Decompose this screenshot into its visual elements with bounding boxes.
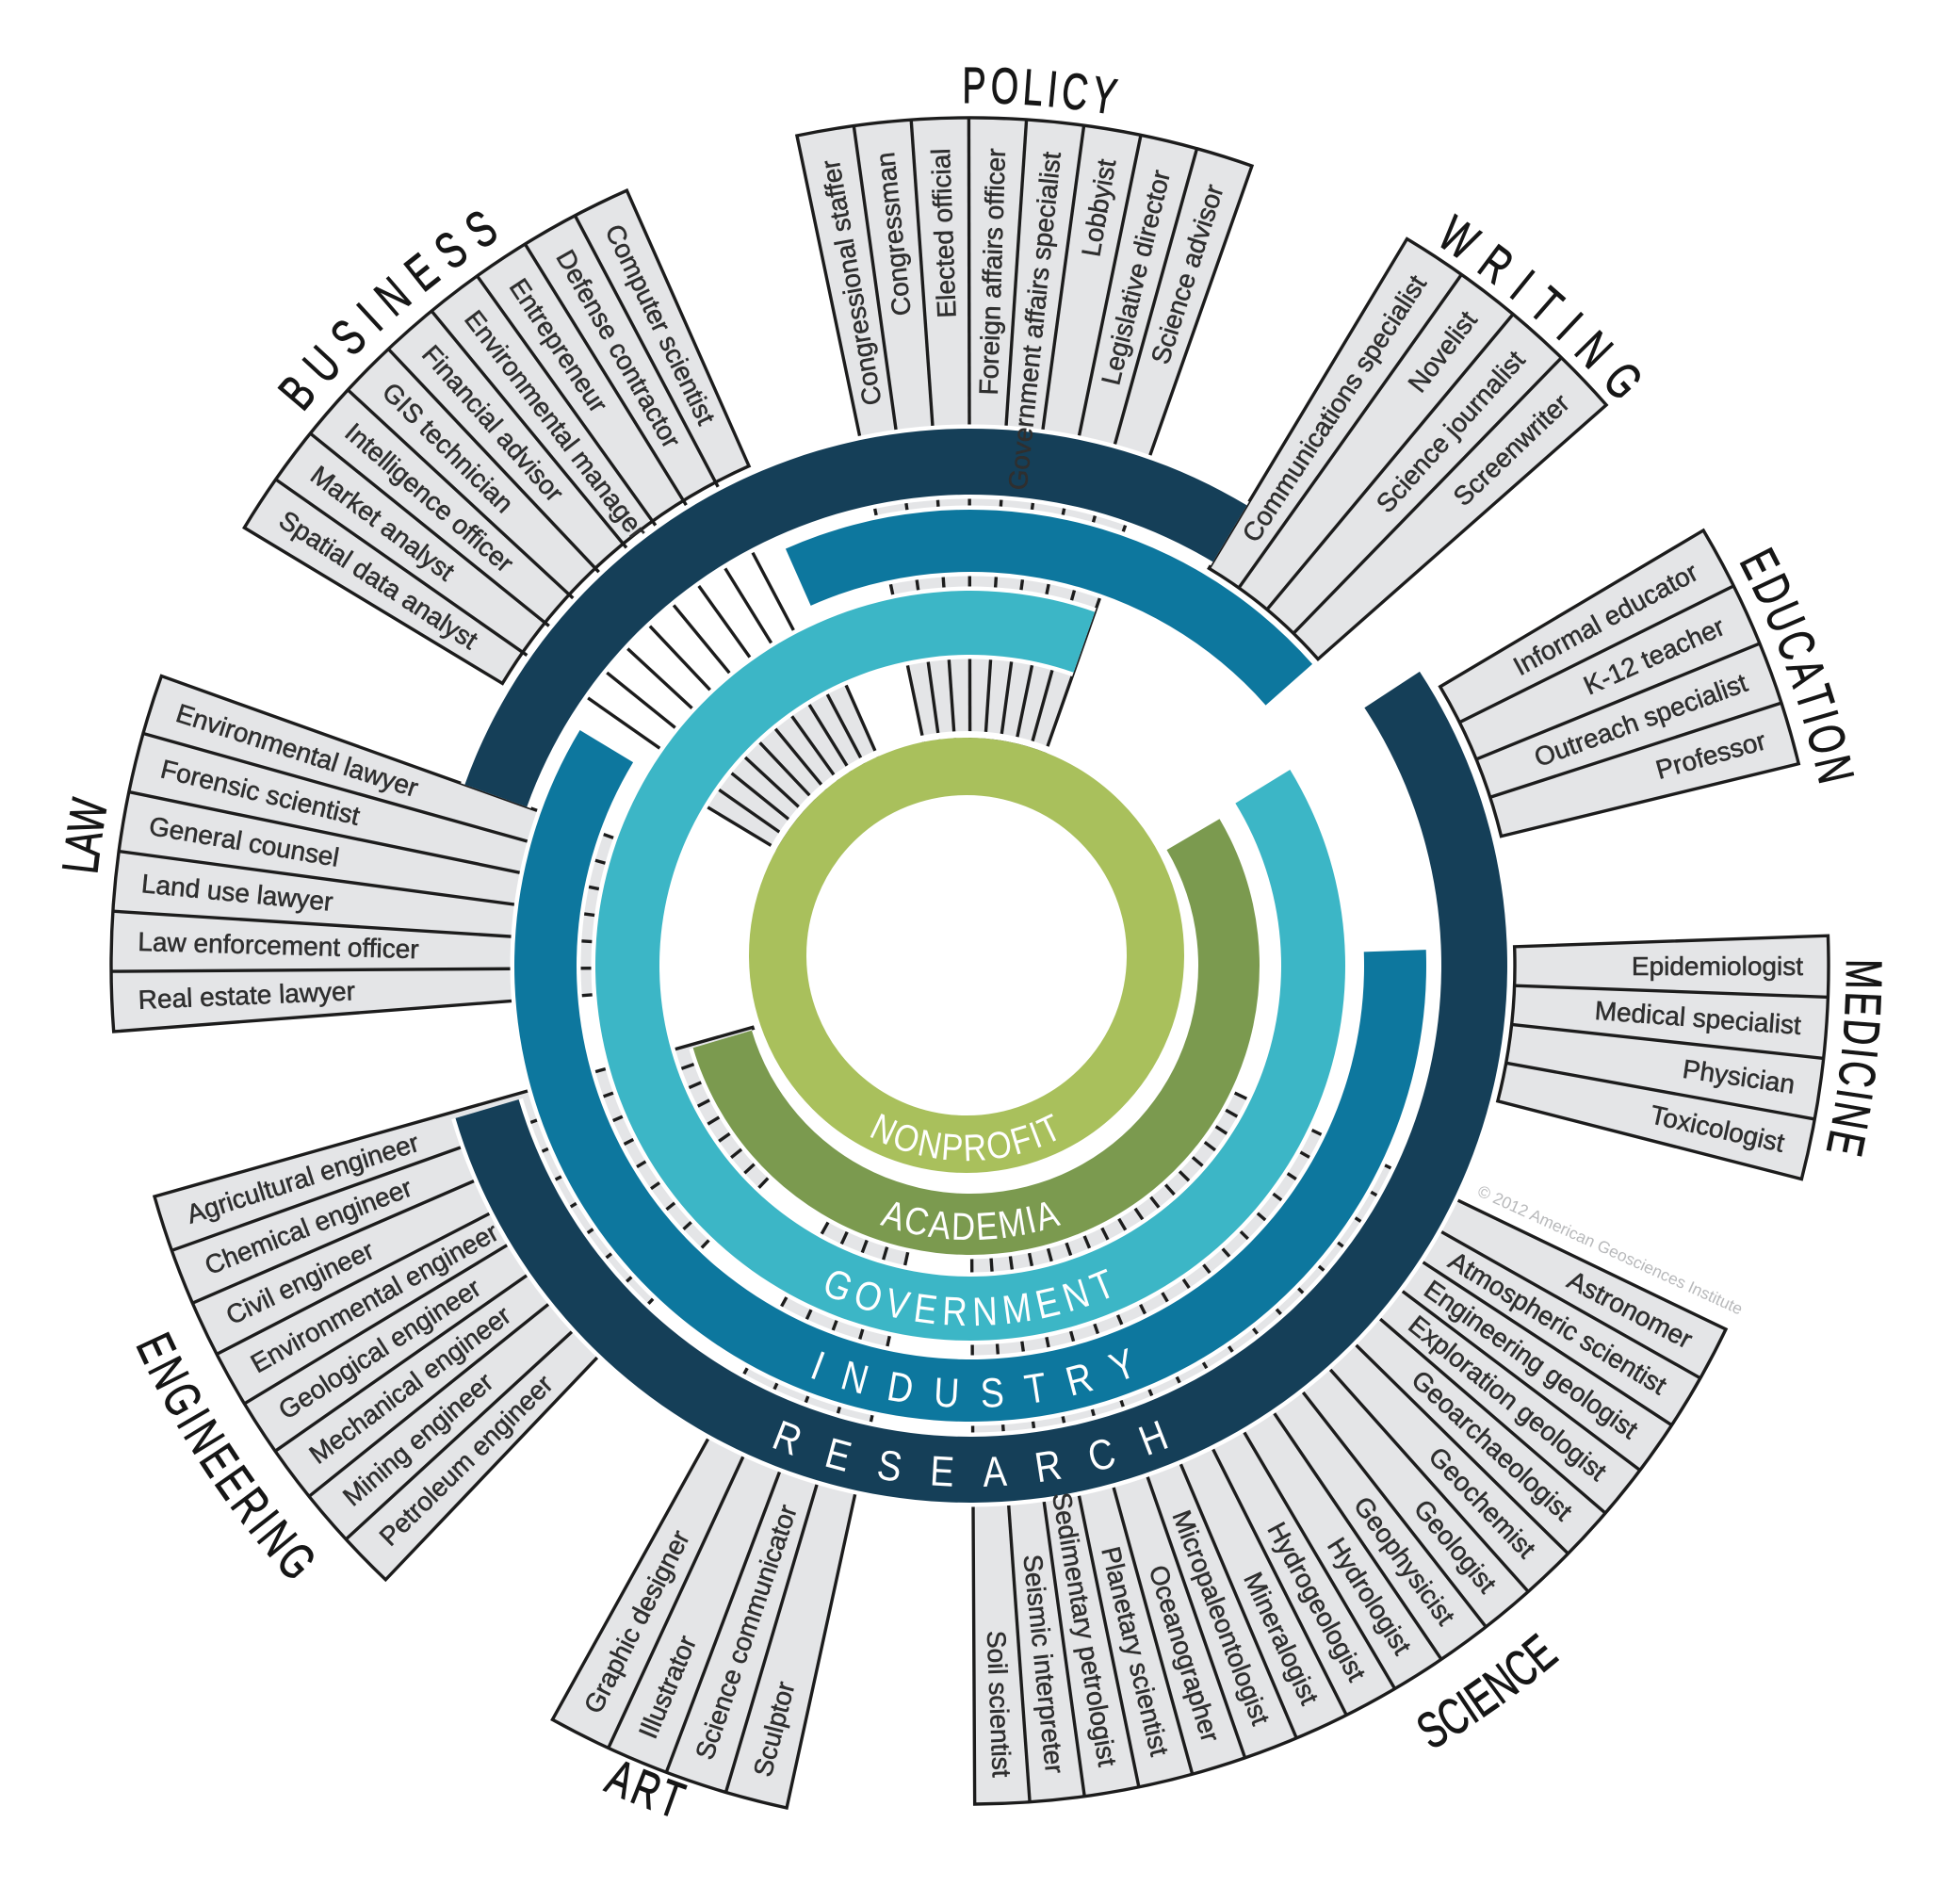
svg-text:Epidemiologist: Epidemiologist [1632, 952, 1803, 981]
svg-text:O: O [990, 57, 1020, 115]
svg-text:N: N [971, 1289, 998, 1334]
svg-text:M: M [995, 1201, 1029, 1247]
svg-text:E: E [911, 1286, 939, 1333]
svg-text:A: A [982, 1447, 1008, 1496]
svg-text:L: L [1021, 58, 1045, 117]
svg-text:M: M [1835, 959, 1893, 989]
svg-text:Elected official: Elected official [926, 148, 962, 318]
svg-text:R: R [963, 1126, 988, 1169]
svg-text:E: E [975, 1205, 1000, 1249]
svg-text:M: M [1000, 1285, 1034, 1333]
svg-text:R: R [941, 1289, 968, 1335]
svg-text:P: P [962, 57, 985, 113]
svg-text:P: P [940, 1125, 965, 1169]
svg-text:Soil scientist: Soil scientist [982, 1630, 1016, 1778]
svg-text:E: E [929, 1447, 955, 1496]
svg-text:C: C [1828, 1058, 1887, 1090]
svg-text:U: U [933, 1369, 961, 1417]
svg-text:D: D [1832, 1017, 1891, 1048]
svg-text:D: D [951, 1206, 975, 1249]
svg-text:E: E [1834, 991, 1892, 1017]
svg-text:S: S [979, 1369, 1004, 1417]
